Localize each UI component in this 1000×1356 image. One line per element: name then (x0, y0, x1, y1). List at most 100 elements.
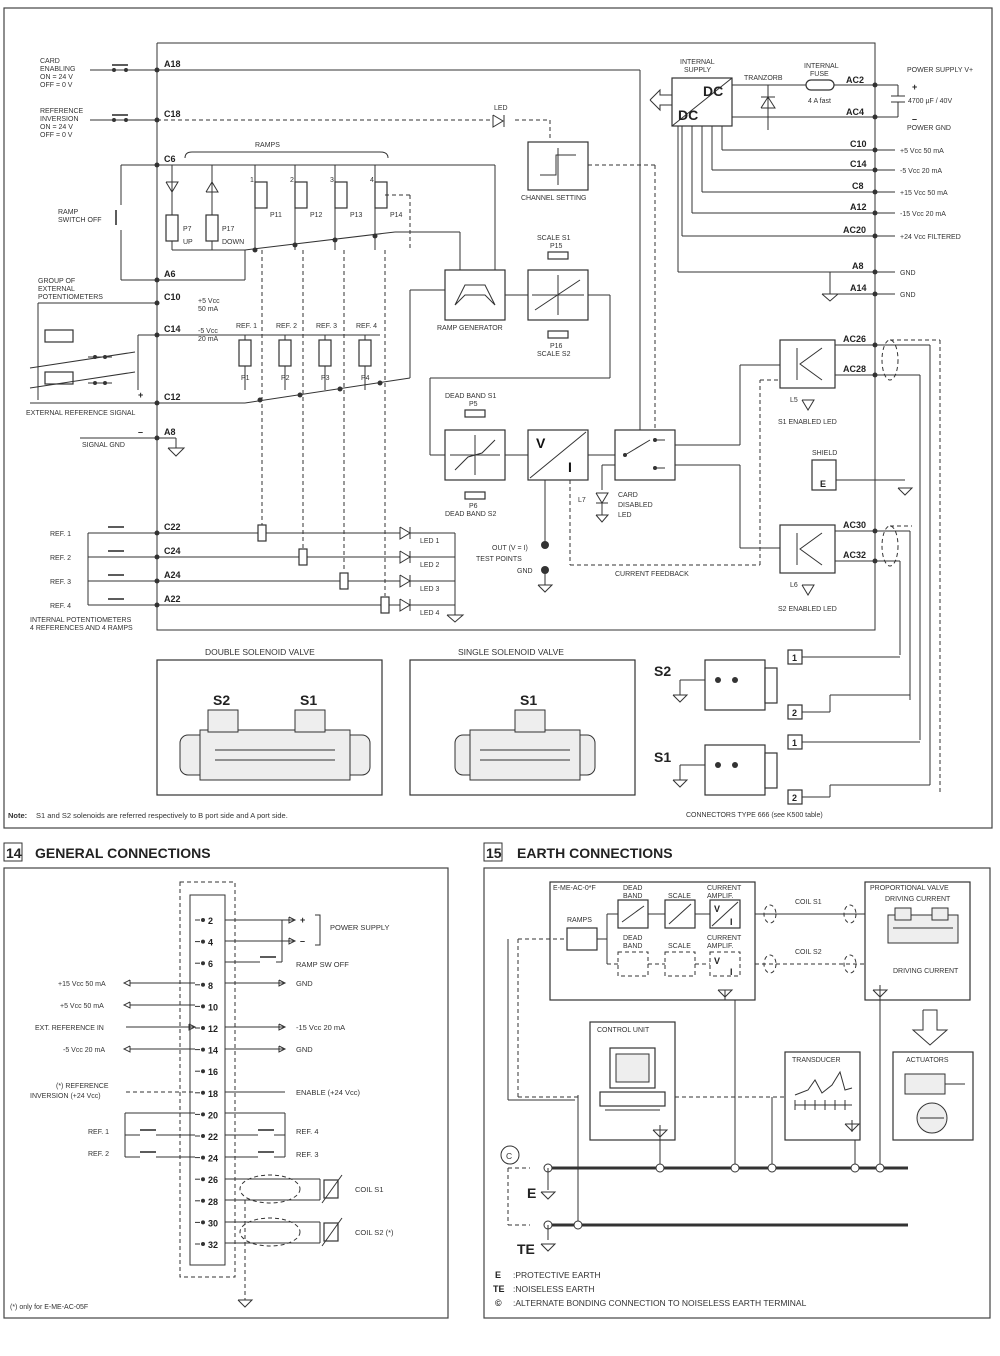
general-right-labels: + – POWER SUPPLY RAMP SW OFF GND -15 Vcc… (225, 914, 394, 1308)
pin-number: 20 (208, 1110, 218, 1120)
svg-text:–: – (912, 114, 917, 124)
double-solenoid-title: DOUBLE SOLENOID VALVE (205, 647, 315, 657)
test-points-label: TEST POINTS (476, 556, 522, 563)
pin-dot (201, 939, 205, 944)
section-14-number-box (3, 842, 23, 862)
svg-text:REF. 4: REF. 4 (296, 1127, 319, 1136)
protective-earth-mark: E (527, 1185, 536, 1201)
svg-text:GND: GND (900, 270, 916, 277)
pin-number: 8 (208, 981, 213, 991)
svg-text:1: 1 (792, 653, 797, 663)
svg-text:LED 2: LED 2 (420, 562, 440, 569)
svg-text:I: I (730, 967, 733, 977)
input-wiring (29, 64, 186, 457)
general-left-labels: +15 Vcc 50 mA +5 Vcc 50 mA EXT. REFERENC… (30, 979, 197, 1158)
pin-dot (201, 982, 205, 987)
svg-text:SCALE: SCALE (668, 893, 691, 900)
svg-text:INTERNAL POTENTIOMETERS: INTERNAL POTENTIOMETERS (30, 617, 132, 624)
svg-text:2: 2 (290, 177, 294, 184)
ramp-dashed-verticals (261, 194, 411, 596)
pin-dot (201, 961, 205, 966)
svg-text:REF. 4: REF. 4 (50, 603, 71, 610)
pin-dot (201, 1047, 205, 1052)
svg-text:C12: C12 (164, 392, 181, 402)
svg-text:GND: GND (900, 292, 916, 299)
pin-dot (201, 1198, 205, 1203)
card-name: E-ME-AC-0*F (553, 885, 596, 892)
svg-text:C18: C18 (164, 109, 181, 119)
ramps-title: RAMPS (255, 142, 280, 149)
svg-text:UP: UP (183, 239, 193, 246)
svg-text:-5 Vcc: -5 Vcc (198, 328, 218, 335)
svg-text:DEAD: DEAD (623, 935, 642, 942)
ramp-switch-off-label: RAMP SWITCH OFF (58, 209, 102, 224)
svg-text:REF. 3: REF. 3 (50, 579, 71, 586)
connector-s1: S1 1 2 (654, 734, 930, 805)
svg-text:ENABLING: ENABLING (40, 66, 75, 73)
svg-text:DISABLED: DISABLED (618, 502, 653, 509)
transducer-graph-icon (794, 1070, 861, 1132)
pin-dot (201, 1134, 205, 1138)
pin-number: 2 (208, 916, 213, 926)
connector-body (179, 881, 236, 1278)
svg-text:AMPLIF.: AMPLIF. (707, 943, 734, 950)
svg-text:-15 Vcc 20 mA: -15 Vcc 20 mA (900, 211, 946, 218)
proportional-valve-label: PROPORTIONAL VALVE (870, 885, 949, 892)
svg-text:GROUP OF: GROUP OF (38, 278, 75, 285)
svg-text:E: E (495, 1270, 501, 1280)
svg-text:REF. 3: REF. 3 (296, 1150, 319, 1159)
general-connections-frame (3, 867, 449, 1319)
ramp-network (157, 164, 496, 281)
svg-text:INVERSION: INVERSION (40, 116, 79, 123)
test-point-gnd: GND (517, 568, 533, 575)
svg-text:BAND: BAND (623, 893, 642, 900)
svg-text:P14: P14 (390, 212, 403, 219)
pot-supply-labels: +5 Vcc 50 mA -5 Vcc 20 mA (198, 298, 220, 343)
actuators-label: ACTUATORS (906, 1057, 949, 1064)
prop-valve-icon (887, 907, 959, 944)
svg-text:P7: P7 (183, 226, 192, 233)
svg-text:C14: C14 (850, 159, 867, 169)
signal-gnd-label: SIGNAL GND (82, 442, 125, 449)
control-unit-label: CONTROL UNIT (597, 1027, 650, 1034)
svg-text:2: 2 (792, 708, 797, 718)
svg-text:DC: DC (703, 83, 723, 99)
svg-text:ON = 24 V: ON = 24 V (40, 74, 73, 81)
svg-text:+: + (912, 82, 917, 92)
pin-dot (201, 1155, 205, 1160)
tranzorb-label: TRANZORB (744, 75, 783, 82)
connector-s2: S2 1 2 (654, 649, 910, 720)
svg-text:REF. 2: REF. 2 (276, 323, 297, 330)
svg-text:L5: L5 (790, 397, 798, 404)
svg-text:COIL S1: COIL S1 (795, 899, 822, 906)
pin-number: 30 (208, 1218, 218, 1228)
svg-text:C6: C6 (164, 154, 176, 164)
svg-text:AC32: AC32 (843, 550, 866, 560)
pin-dot (201, 1112, 205, 1117)
svg-text:1: 1 (250, 177, 254, 184)
svg-text:DRIVING CURRENT: DRIVING CURRENT (893, 968, 959, 975)
svg-text:POWER SUPPLY: POWER SUPPLY (330, 923, 389, 932)
svg-text:DRIVING CURRENT: DRIVING CURRENT (885, 896, 951, 903)
led-inversion-icon (492, 114, 504, 128)
svg-text:LED: LED (618, 512, 632, 519)
pin-number: 12 (208, 1024, 218, 1034)
general-footnote: (*) only for E-ME-AC-05F (10, 1304, 88, 1311)
svg-text:P1: P1 (241, 375, 250, 382)
pin-dot (201, 918, 205, 922)
svg-text:C24: C24 (164, 546, 181, 556)
supply-wiring (677, 79, 905, 302)
ref-pots: REF. 1 REF. 2 REF. 3 REF. 4 P1 P2 P3 P4 (157, 289, 445, 404)
svg-text:A18: A18 (164, 59, 181, 69)
internal-supply-label: INTERNAL (680, 59, 715, 66)
svg-text:(*) REFERENCE: (*) REFERENCE (56, 1083, 109, 1090)
amplifier-s1 (779, 339, 836, 389)
pin-number: 28 (208, 1197, 218, 1207)
dead-band-s2-label: DEAD BAND S2 (445, 511, 496, 518)
svg-text::ALTERNATE BONDING CONNECTION: :ALTERNATE BONDING CONNECTION TO NOISELE… (513, 1298, 807, 1308)
svg-text:©: © (495, 1298, 502, 1308)
svg-text:LED 3: LED 3 (420, 586, 440, 593)
section-15-number: 15 (486, 845, 502, 861)
svg-text:ON = 24 V: ON = 24 V (40, 124, 73, 131)
